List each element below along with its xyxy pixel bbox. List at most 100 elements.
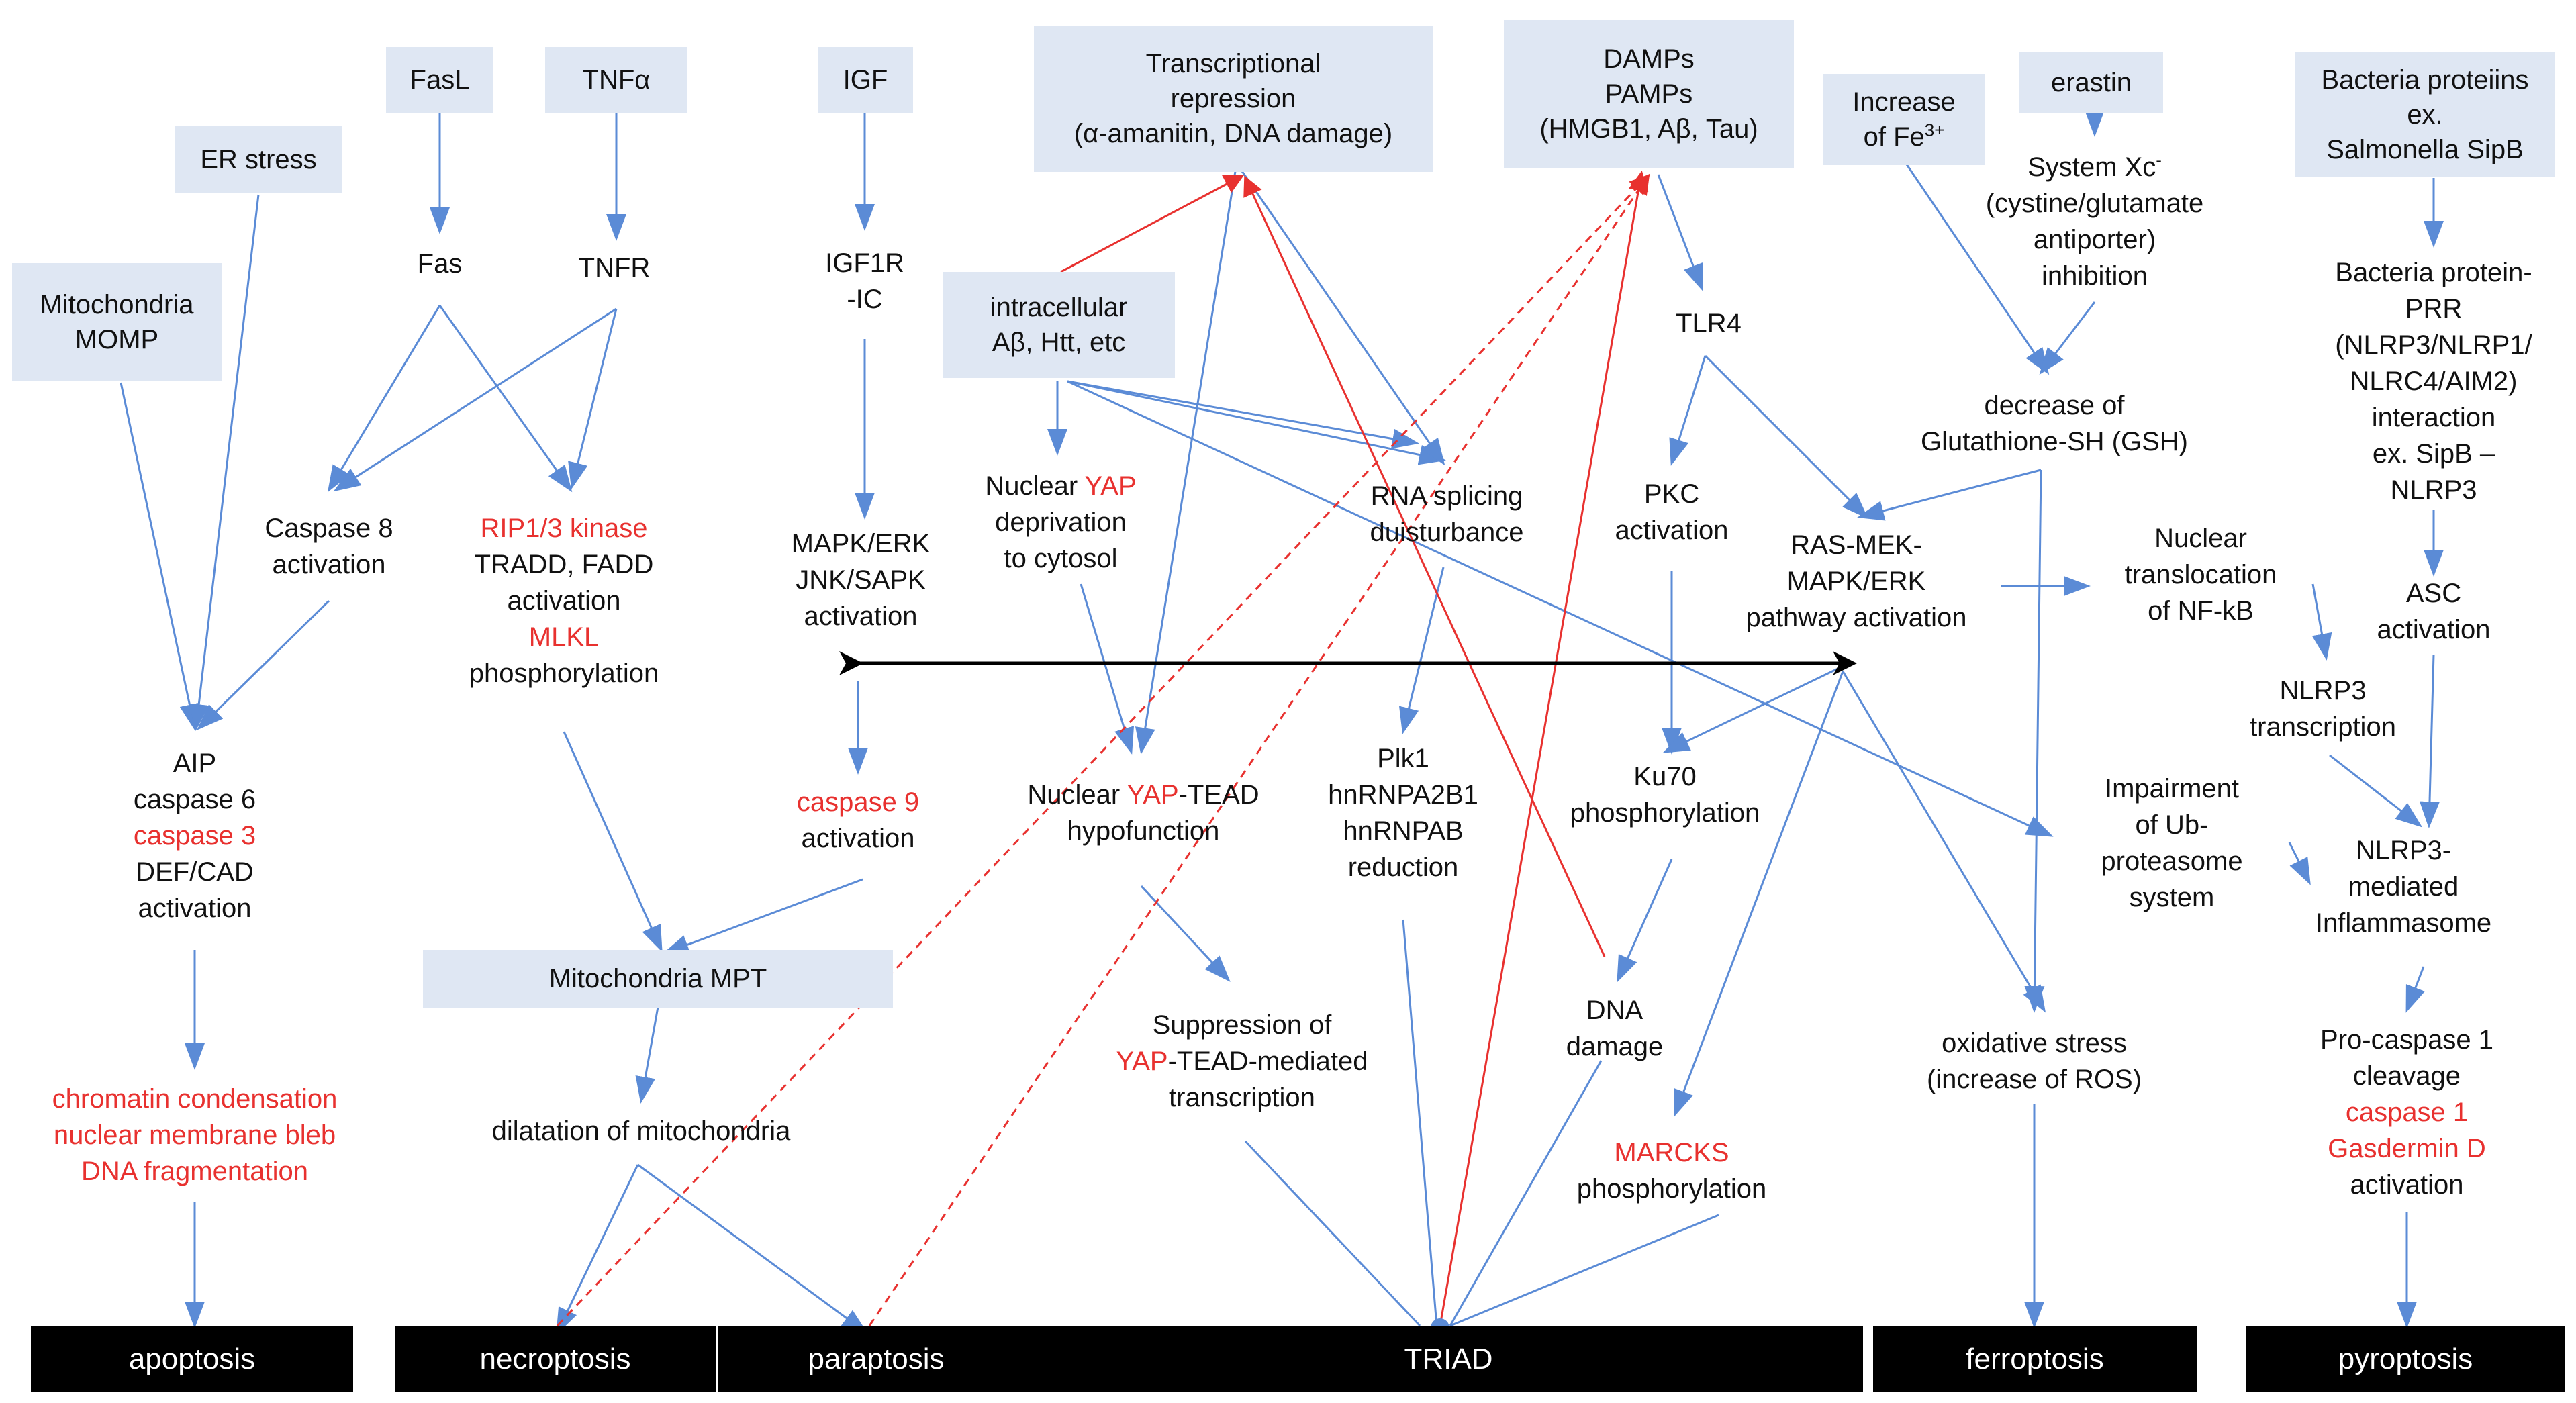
caspase8-node: Caspase 8 activation xyxy=(265,510,393,583)
nlrp3-trans-line2: transcription xyxy=(2250,712,2396,742)
outcome-necroptosis: necroptosis xyxy=(395,1326,716,1392)
ras-mek-line3: pathway activation xyxy=(1746,603,1967,632)
procaspase-node: Pro-caspase 1 cleavage caspase 1 Gasderm… xyxy=(2320,1022,2493,1203)
blue-arrows xyxy=(120,110,2444,1335)
mapk-left-line2: JNK/SAPK xyxy=(796,565,926,595)
asc-node: ASC activation xyxy=(2377,575,2491,648)
intracellular-line1: intracellular xyxy=(990,293,1128,322)
nlrp3-inflam-line2: mediated xyxy=(2348,872,2459,902)
plk1-line3: hnRNPAB xyxy=(1343,816,1464,846)
caspase8-line2: activation xyxy=(272,550,386,579)
bacteria-proteins-box: Bacteria proteiins ex. Salmonella SipB xyxy=(2295,52,2555,177)
nlrp3-trans-line1: NLRP3 xyxy=(2279,676,2367,706)
gsh-line1: decrease of xyxy=(1984,391,2125,420)
gsh-node: decrease of Glutathione-SH (GSH) xyxy=(1921,387,2188,460)
ub-line2: of Ub- xyxy=(2135,810,2209,840)
procaspase-line3: caspase 1 xyxy=(2345,1098,2469,1127)
ras-mek-line2: MAPK/ERK xyxy=(1786,567,1926,596)
plk1-line2: hnRNPA2B1 xyxy=(1328,780,1478,810)
outcome-ferroptosis: ferroptosis xyxy=(1873,1326,2197,1392)
suppression-red: YAP xyxy=(1116,1047,1168,1076)
marcks-line2: phosphorylation xyxy=(1576,1174,1767,1204)
dna-damage-line1: DNA xyxy=(1586,996,1643,1025)
nuclear-yap-line2: deprivation xyxy=(995,507,1127,537)
nuclear-yap-deprivation-node: Nuclear YAP deprivation to cytosol xyxy=(985,468,1136,577)
rip-line4: MLKL xyxy=(528,622,600,652)
bacteria-line1: Bacteria proteiins xyxy=(2321,65,2529,95)
necroptosis-label: necroptosis xyxy=(479,1343,631,1375)
yap-tead-post: -TEAD xyxy=(1178,780,1259,810)
ub-proteasome-node: Impairment of Ub- proteasome system xyxy=(2101,771,2242,916)
yap-tead-line1: Nuclear YAP-TEAD xyxy=(1027,777,1259,813)
bacteria-prr-node: Bacteria protein- PRR (NLRP3/NLRP1/ NLRC… xyxy=(2335,254,2532,508)
intracellular-line2: Aβ, Htt, etc xyxy=(992,328,1126,357)
ras-mek-line1: RAS-MEK- xyxy=(1791,530,1922,560)
caspase8-line1: Caspase 8 xyxy=(265,514,393,543)
aip-line5: activation xyxy=(138,893,252,923)
asc-line2: activation xyxy=(2377,615,2491,644)
system-xc-text: System Xc xyxy=(2028,152,2156,182)
outcome-pyroptosis: pyroptosis xyxy=(2246,1326,2565,1392)
tnfa-label: TNFα xyxy=(582,65,651,95)
bacteria-line2: ex. xyxy=(2407,100,2443,130)
dna-damage-node: DNA damage xyxy=(1566,992,1664,1065)
outcome-apoptosis: apoptosis xyxy=(31,1326,353,1392)
yap-tead-pre: Nuclear xyxy=(1027,780,1127,810)
nuclear-yap-red: YAP xyxy=(1084,471,1137,501)
rna-splicing-line1: RNA splicing xyxy=(1370,481,1523,511)
tnfr-label: TNFR xyxy=(578,253,651,283)
er-stress-label: ER stress xyxy=(200,145,317,175)
outcome-triad: TRIAD xyxy=(1034,1326,1863,1392)
mitochondria-momp-box: Mitochondria MOMP xyxy=(12,263,222,381)
caspase9-line2: activation xyxy=(801,824,915,853)
bacteria-line3: Salmonella SipB xyxy=(2326,135,2524,164)
igf1r-line1: IGF1R xyxy=(825,248,904,278)
increase-fe-line2: of Fe3+ xyxy=(1864,119,1945,154)
system-xc-line3: antiporter) xyxy=(2033,225,2156,254)
increase-fe-line1: Increase xyxy=(1852,87,1956,117)
igf-box: IGF xyxy=(818,47,913,113)
ku70-node: Ku70 phosphorylation xyxy=(1570,759,1760,831)
oxidative-line1: oxidative stress xyxy=(1942,1028,2127,1058)
ub-line3: proteasome xyxy=(2101,846,2243,876)
bacteria-prr-line3: (NLRP3/NLRP1/ xyxy=(2335,330,2532,360)
system-xc-line1: System Xc- xyxy=(1986,149,2204,185)
damps-line2: PAMPs xyxy=(1605,79,1693,109)
igf1r-line2: -IC xyxy=(847,285,883,314)
red-arrows xyxy=(556,171,1650,1327)
damps-line1: DAMPs xyxy=(1603,44,1695,74)
mito-momp-line2: MOMP xyxy=(75,325,159,354)
mapk-left-line3: activation xyxy=(804,601,918,631)
fe-superscript: 3+ xyxy=(1924,119,1945,140)
plk1-line4: reduction xyxy=(1347,853,1459,882)
oxidative-line2: (increase of ROS) xyxy=(1926,1065,2142,1094)
marcks-line1: MARCKS xyxy=(1614,1138,1729,1167)
system-xc-line2: (cystine/glutamate xyxy=(1985,189,2204,218)
aip-node: AIP caspase 6 caspase 3 DEF/CAD activati… xyxy=(134,745,256,926)
plk1-node: Plk1 hnRNPA2B1 hnRNPAB reduction xyxy=(1328,740,1478,885)
yap-tead-red: YAP xyxy=(1127,780,1179,810)
er-stress-box: ER stress xyxy=(175,126,342,193)
yap-tead-line2: hypofunction xyxy=(1067,816,1220,846)
nlrp3-transcription-node: NLRP3 transcription xyxy=(2250,673,2396,745)
suppression-node: Suppression of YAP-TEAD-mediated transcr… xyxy=(1116,1007,1368,1116)
nfkb-line2: translocation xyxy=(2124,560,2277,589)
igf-label: IGF xyxy=(843,65,888,95)
aip-line3: caspase 3 xyxy=(133,821,256,851)
chromatin-line3: DNA fragmentation xyxy=(81,1157,308,1186)
rip-kinase-node: RIP1/3 kinase TRADD, FADD activation MLK… xyxy=(469,510,659,691)
procaspase-line2: cleavage xyxy=(2352,1061,2461,1091)
paraptosis-label: paraptosis xyxy=(808,1343,945,1375)
gsh-line2: Glutathione-SH (GSH) xyxy=(1921,427,2188,456)
ub-line4: system xyxy=(2129,883,2215,912)
bacteria-prr-line6: ex. SipB – xyxy=(2372,439,2495,469)
intracellular-box: intracellular Aβ, Htt, etc xyxy=(943,272,1175,378)
rip-line2: TRADD, FADD xyxy=(474,550,654,579)
nlrp3-inflam-line1: NLRP3- xyxy=(2355,836,2452,865)
ku70-line1: Ku70 xyxy=(1633,762,1697,791)
nlrp3-inflam-line3: Inflammasome xyxy=(2315,908,2492,938)
transcriptional-line1: Transcriptional xyxy=(1145,49,1321,79)
ku70-line2: phosphorylation xyxy=(1570,798,1760,828)
chromatin-node: chromatin condensation nuclear membrane … xyxy=(52,1081,338,1190)
